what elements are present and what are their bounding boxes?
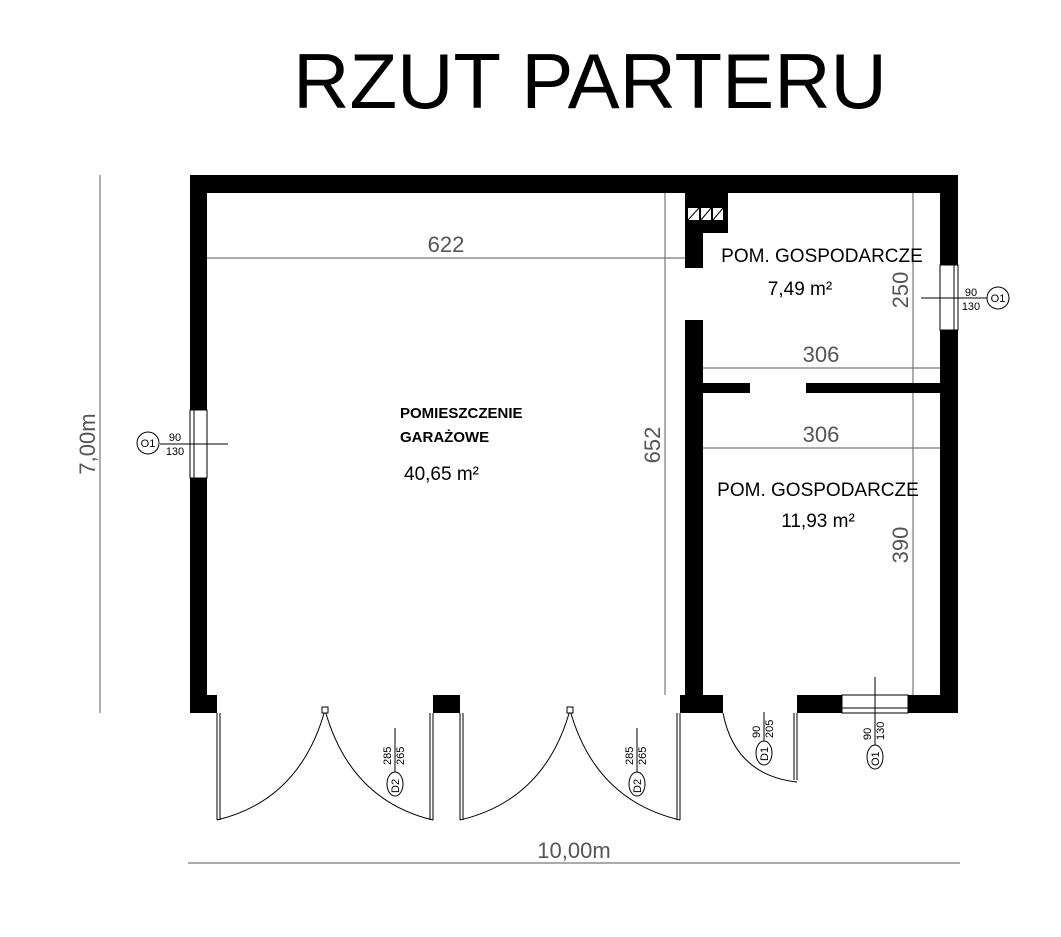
top-wall bbox=[190, 175, 958, 193]
right-wall-upper bbox=[940, 175, 958, 265]
bottom-pier bbox=[433, 695, 460, 713]
svg-text:306: 306 bbox=[803, 422, 840, 447]
left-wall-upper bbox=[190, 175, 207, 410]
svg-text:90: 90 bbox=[965, 287, 977, 299]
plan-title: RZUT PARTERU bbox=[293, 37, 887, 125]
svg-text:40,65 m²: 40,65 m² bbox=[404, 464, 479, 485]
svg-text:285: 285 bbox=[382, 747, 394, 765]
svg-text:10,00m: 10,00m bbox=[537, 838, 610, 863]
svg-text:GARAŻOWE: GARAŻOWE bbox=[400, 429, 489, 446]
window-bottom bbox=[841, 677, 909, 745]
tag-door-garage-2: 285 265 D2 bbox=[624, 728, 649, 797]
bottom-wall-mid bbox=[680, 695, 723, 713]
svg-text:D2: D2 bbox=[632, 779, 644, 793]
svg-text:7,00m: 7,00m bbox=[75, 413, 100, 474]
tag-window-left: O1 90 130 bbox=[136, 431, 184, 458]
svg-text:90: 90 bbox=[751, 726, 763, 738]
svg-text:306: 306 bbox=[803, 342, 840, 367]
bottom-wall-right bbox=[797, 695, 842, 713]
svg-text:90: 90 bbox=[169, 432, 181, 444]
svg-text:285: 285 bbox=[624, 747, 636, 765]
svg-text:130: 130 bbox=[166, 446, 184, 458]
svg-text:390: 390 bbox=[888, 527, 913, 564]
svg-text:D2: D2 bbox=[390, 779, 402, 793]
bottom-wall-corner bbox=[908, 695, 958, 713]
tag-door-garage-1: 285 265 D2 bbox=[382, 728, 407, 797]
room-door[interactable] bbox=[722, 712, 798, 783]
partition-left bbox=[703, 383, 750, 393]
svg-text:130: 130 bbox=[875, 722, 887, 740]
left-wall-lower bbox=[190, 478, 207, 713]
bottom-wall-left bbox=[190, 695, 217, 713]
svg-text:652: 652 bbox=[640, 427, 665, 464]
room-garage: POMIESZCZENIE GARAŻOWE 40,65 m² bbox=[400, 405, 523, 485]
garage-door-2[interactable] bbox=[459, 706, 681, 821]
right-wall-lower bbox=[940, 330, 958, 713]
svg-text:130: 130 bbox=[962, 301, 980, 313]
tag-window-bottom: 90 130 O1 bbox=[862, 722, 887, 770]
svg-text:11,93 m²: 11,93 m² bbox=[781, 511, 855, 532]
svg-text:O1: O1 bbox=[870, 751, 882, 766]
dimension-lines: 622 652 306 306 250 390 7,00m 10,00m bbox=[75, 175, 960, 864]
window-left bbox=[160, 409, 228, 479]
window-right bbox=[921, 264, 988, 331]
svg-text:D1: D1 bbox=[759, 747, 771, 761]
svg-text:POM. GOSPODARCZE: POM. GOSPODARCZE bbox=[717, 480, 919, 501]
chimney-flues-icon bbox=[687, 207, 724, 221]
tag-door-room: 90 205 D1 bbox=[751, 712, 776, 766]
svg-text:7,49 m²: 7,49 m² bbox=[768, 279, 832, 300]
svg-text:622: 622 bbox=[428, 232, 465, 257]
room-utility-2: POM. GOSPODARCZE 11,93 m² bbox=[717, 480, 919, 532]
tag-window-right: O1 90 130 bbox=[962, 286, 1010, 313]
interior-wall-lower bbox=[685, 320, 703, 695]
garage-door-1[interactable] bbox=[216, 706, 434, 821]
svg-text:POMIESZCZENIE: POMIESZCZENIE bbox=[400, 405, 523, 422]
svg-text:265: 265 bbox=[637, 747, 649, 765]
svg-text:265: 265 bbox=[395, 747, 407, 765]
svg-text:90: 90 bbox=[862, 728, 874, 740]
svg-text:POM. GOSPODARCZE: POM. GOSPODARCZE bbox=[721, 246, 923, 267]
svg-text:O1: O1 bbox=[141, 438, 156, 450]
svg-text:250: 250 bbox=[888, 272, 913, 309]
svg-text:O1: O1 bbox=[991, 293, 1006, 305]
svg-text:205: 205 bbox=[764, 720, 776, 738]
walls bbox=[190, 175, 958, 713]
room-utility-1: POM. GOSPODARCZE 7,49 m² bbox=[721, 246, 923, 300]
partition-right bbox=[806, 383, 940, 393]
